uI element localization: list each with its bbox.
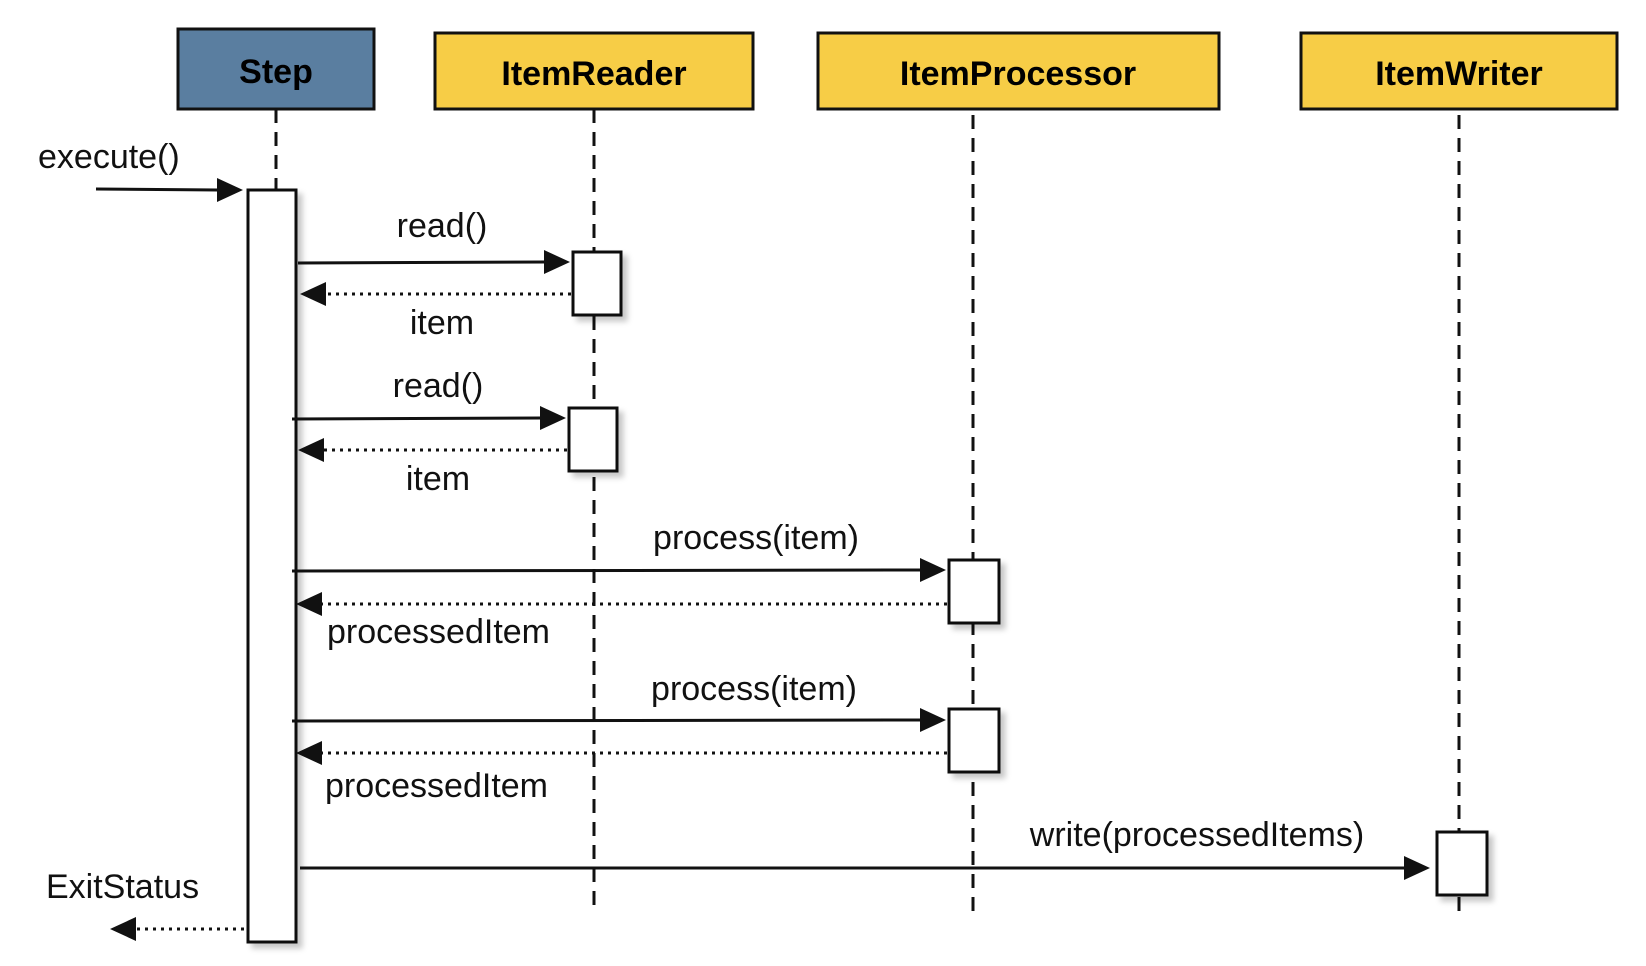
message-write: write(processedItems) bbox=[300, 816, 1430, 880]
read-2-label: read() bbox=[393, 367, 484, 405]
return-exit-status: ExitStatus bbox=[46, 868, 244, 941]
message-process-1: process(item) bbox=[291, 519, 946, 582]
read-1-arrow-line bbox=[297, 260, 547, 265]
participant-item-writer: ItemWriter bbox=[1299, 31, 1619, 111]
write-label: write(processedItems) bbox=[1029, 816, 1364, 854]
item-reader-header-box bbox=[433, 31, 755, 111]
message-process-2: process(item) bbox=[291, 670, 946, 732]
processed-item-2-label: processedItem bbox=[325, 767, 548, 805]
process-2-label: process(item) bbox=[651, 670, 857, 708]
execute-arrow-line bbox=[95, 187, 219, 192]
write-arrow-head bbox=[1404, 856, 1430, 880]
participant-item-reader: ItemReader bbox=[433, 31, 755, 111]
item-2-label: item bbox=[406, 460, 470, 498]
process-1-arrow-line bbox=[291, 568, 923, 573]
return-item-2: item bbox=[298, 438, 567, 498]
item-processor-title: ItemProcessor bbox=[900, 55, 1136, 93]
execute-arrow-head bbox=[217, 178, 243, 202]
processor-activation-2 bbox=[947, 707, 1001, 774]
read-2-arrow-line bbox=[291, 416, 543, 421]
participant-item-processor: ItemProcessor bbox=[816, 31, 1221, 111]
message-read-1: read() bbox=[297, 207, 570, 274]
execute-label: execute() bbox=[38, 138, 180, 176]
exit-status-label: ExitStatus bbox=[46, 868, 199, 906]
process-1-label: process(item) bbox=[653, 519, 859, 557]
process-2-arrow-head bbox=[920, 708, 946, 732]
participant-step: Step bbox=[176, 27, 376, 111]
processed-item-1-arrow-head bbox=[296, 592, 322, 616]
item-1-arrow-head bbox=[300, 282, 326, 306]
processor-activation-1 bbox=[947, 558, 1001, 625]
step-header-box bbox=[176, 27, 376, 111]
read-1-label: read() bbox=[397, 207, 488, 245]
processed-item-2-arrow-head bbox=[296, 741, 322, 765]
message-read-2: read() bbox=[291, 367, 566, 430]
step-title: Step bbox=[239, 53, 313, 91]
process-2-arrow-line bbox=[291, 718, 923, 723]
writer-activation bbox=[1435, 830, 1489, 897]
read-2-arrow-head bbox=[540, 406, 566, 430]
processed-item-1-label: processedItem bbox=[327, 613, 550, 651]
item-1-label: item bbox=[410, 304, 474, 342]
item-writer-header-box bbox=[1299, 31, 1619, 111]
exit-status-arrow-head bbox=[110, 917, 136, 941]
item-2-arrow-head bbox=[298, 438, 324, 462]
process-1-arrow-head bbox=[920, 558, 946, 582]
reader-activation-2 bbox=[567, 406, 619, 473]
message-execute: execute() bbox=[38, 138, 243, 202]
item-reader-title: ItemReader bbox=[501, 55, 686, 93]
item-processor-header-box bbox=[816, 31, 1221, 111]
reader-activation-1 bbox=[571, 250, 623, 317]
return-processed-item-1: processedItem bbox=[296, 592, 947, 651]
item-writer-title: ItemWriter bbox=[1375, 55, 1543, 93]
return-processed-item-2: processedItem bbox=[296, 741, 947, 805]
return-item-1: item bbox=[300, 282, 571, 342]
read-1-arrow-head bbox=[544, 250, 570, 274]
step-activation-bar bbox=[246, 188, 298, 944]
